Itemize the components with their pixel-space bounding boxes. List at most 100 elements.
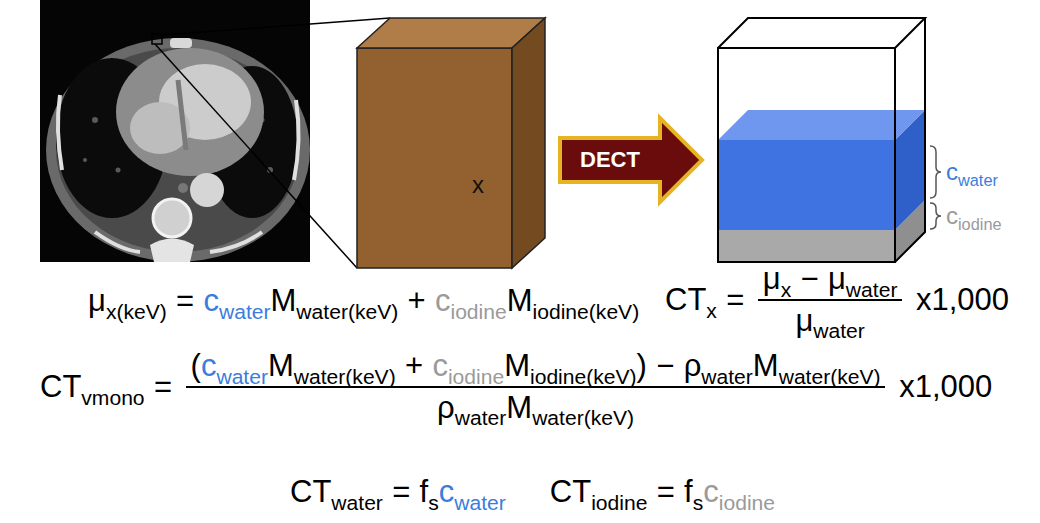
equation-symbol: CT bbox=[550, 474, 591, 509]
equation-symbol: f bbox=[684, 474, 693, 509]
shape-face bbox=[357, 48, 512, 268]
equation-subscript: iodine bbox=[448, 365, 504, 388]
equation-operator: = bbox=[154, 369, 172, 404]
equation-symbol: μ bbox=[763, 261, 781, 296]
equation-row: CTvmono=(cwaterMwater(keV)+ciodineMiodin… bbox=[40, 348, 992, 425]
ct-rib bbox=[294, 100, 299, 180]
fraction: (cwaterMwater(keV)+ciodineMiodine(keV))−… bbox=[181, 348, 890, 425]
equation-row: cwater bbox=[946, 158, 998, 186]
node-label: x bbox=[472, 171, 484, 200]
ct-rib bbox=[95, 232, 140, 252]
leader-line bbox=[155, 44, 357, 268]
water-layer bbox=[718, 140, 895, 230]
equation-subscript: water bbox=[454, 491, 506, 514]
equation-subscript: water bbox=[701, 365, 753, 388]
fraction-denominator: μwater bbox=[791, 301, 870, 339]
equation-operator: + bbox=[408, 283, 426, 318]
equation-operator: = bbox=[726, 282, 744, 317]
cube-outline bbox=[895, 18, 925, 262]
material-voxel-cube: x bbox=[357, 18, 545, 268]
equation-subscript: iodine(keV) bbox=[530, 365, 637, 388]
cube-outline bbox=[718, 48, 895, 262]
equation-subscript: x bbox=[781, 278, 792, 301]
equation-subscript: iodine bbox=[719, 491, 775, 514]
ct-scan-image bbox=[40, 0, 310, 262]
equation-operator: − bbox=[801, 261, 819, 296]
equation-row: μx(keV)=cwaterMwater(keV)+ciodineMiodine… bbox=[88, 283, 639, 319]
ct-vessel bbox=[92, 117, 98, 123]
equation-symbol: μ bbox=[828, 261, 846, 296]
ct-vessel bbox=[116, 168, 121, 173]
equation-symbol: M bbox=[507, 283, 533, 318]
equation-symbol: M bbox=[753, 348, 779, 383]
equation-term: x1,000 bbox=[907, 282, 1009, 318]
equation-term: x1,000 bbox=[890, 369, 992, 405]
ct-heart bbox=[116, 48, 264, 176]
ct-rib bbox=[58, 95, 62, 170]
equation-symbol: ρ bbox=[684, 348, 702, 383]
equation-subscript: iodine(keV) bbox=[533, 300, 640, 323]
equation-operator: = bbox=[392, 474, 410, 509]
equation-operator: = bbox=[657, 474, 675, 509]
fraction-denominator: ρwaterMwater(keV) bbox=[432, 388, 638, 426]
fraction-numerator: μx−μwater bbox=[758, 261, 902, 299]
ct-vertebra-arch bbox=[150, 239, 194, 263]
decomposed-voxel-cube bbox=[718, 18, 925, 262]
equation-subscript: water(keV) bbox=[779, 365, 881, 388]
equation-subscript: water bbox=[846, 278, 898, 301]
equation-symbol: M bbox=[268, 348, 294, 383]
ct-esophagus bbox=[178, 183, 188, 193]
ct-vessel bbox=[83, 158, 87, 162]
equation-symbol: c bbox=[946, 158, 958, 185]
equation-symbol: CT bbox=[665, 282, 706, 317]
fraction: μx−μwaterμwater bbox=[754, 261, 907, 338]
cube-outline bbox=[718, 18, 925, 48]
equation-subscript: iodine bbox=[958, 215, 1002, 233]
equation-row: ciodine bbox=[946, 202, 1002, 230]
equation-subscript: water bbox=[219, 300, 271, 323]
ct-vertebra bbox=[153, 199, 191, 237]
equation-symbol: M bbox=[271, 283, 297, 318]
equation-symbol: c bbox=[439, 474, 455, 509]
equation-symbol: M bbox=[506, 390, 532, 425]
equation-subscript: water bbox=[331, 491, 383, 514]
equation-symbol: c bbox=[703, 474, 719, 509]
equation-term: μx(keV)=cwaterMwater(keV)+ciodineMiodine… bbox=[88, 283, 639, 319]
equation-subscript: water bbox=[958, 171, 998, 189]
equation-symbol: c bbox=[203, 283, 219, 318]
equation-symbol: x1,000 bbox=[899, 369, 992, 404]
equation-term: CTiodine=fsciodine bbox=[550, 474, 775, 510]
leader-line bbox=[162, 18, 390, 35]
equation-subscript: water(keV) bbox=[294, 365, 396, 388]
bracket bbox=[930, 203, 941, 229]
equation-subscript: water(keV) bbox=[296, 300, 398, 323]
equation-operator: = bbox=[176, 283, 194, 318]
dect-arrow: DECT bbox=[556, 114, 706, 206]
equation-subscript: water(keV) bbox=[532, 406, 634, 429]
water-layer bbox=[718, 110, 925, 140]
equation-symbol: ) bbox=[637, 348, 647, 383]
equation-term: CTwater=fscwater bbox=[290, 474, 506, 510]
ct-body bbox=[46, 38, 310, 262]
shape-face bbox=[560, 118, 702, 202]
equation-subscript: water bbox=[216, 365, 268, 388]
equation-symbol: x1,000 bbox=[916, 282, 1009, 317]
shape-face bbox=[512, 18, 545, 268]
equation-symbol: c bbox=[946, 202, 958, 229]
equation-subscript: iodine bbox=[591, 491, 647, 514]
equation-operator: + bbox=[405, 348, 423, 383]
ct-soft-tissue bbox=[56, 48, 300, 252]
equation-symbol: μ bbox=[88, 283, 106, 318]
iodine-layer bbox=[718, 230, 895, 262]
equation-symbol: CT bbox=[40, 369, 81, 404]
equation-symbol: ( bbox=[191, 348, 201, 383]
equation-subscript: water bbox=[813, 319, 865, 342]
equation-symbol: μ bbox=[795, 303, 813, 338]
equation-symbol: M bbox=[504, 348, 530, 383]
equation-operator: − bbox=[656, 348, 674, 383]
ct-aorta bbox=[190, 173, 224, 207]
ct-septum bbox=[178, 80, 186, 150]
bracket bbox=[930, 146, 941, 198]
material-voxel-cube-shape bbox=[357, 18, 545, 268]
